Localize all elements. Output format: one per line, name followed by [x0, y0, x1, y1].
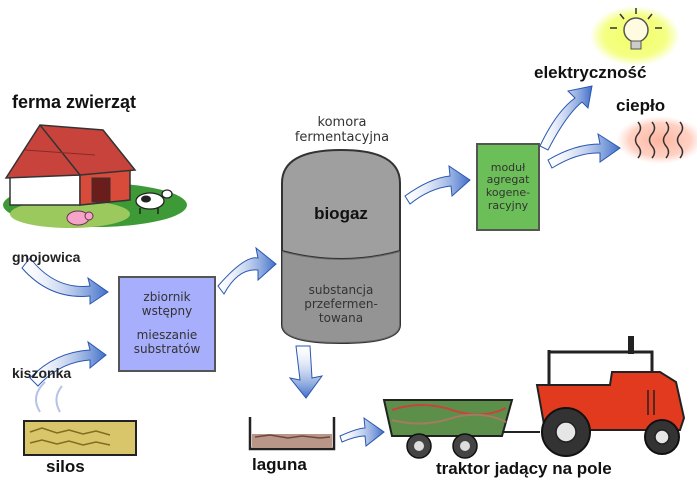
tractor-label: traktor jadący na pole: [436, 459, 612, 478]
silo-label: silos: [46, 457, 85, 476]
silo-icon: [23, 420, 137, 456]
silage-label: kiszonka: [12, 365, 72, 381]
pig-icon: [66, 210, 94, 226]
fermentation-tank-icon: [281, 148, 401, 345]
trailer-icon: [382, 399, 540, 459]
biogas-label: biogaz: [314, 204, 368, 223]
barn-icon: [3, 124, 187, 228]
heat-label: ciepło: [616, 96, 666, 115]
cogeneration-label: moduł agregat kogene- racyjny: [485, 160, 531, 212]
electricity-label: elektryczność: [534, 63, 647, 82]
heat-waves-icon: [616, 116, 697, 164]
pre-tank-label: zbiornik wstępny: [141, 290, 193, 319]
flow-arrows: [21, 85, 621, 447]
light-bulb-icon: [590, 6, 680, 66]
farm-label: ferma zwierząt: [12, 92, 137, 112]
cow-icon: [135, 189, 173, 214]
tractor-icon: [535, 336, 686, 457]
lagoon-icon: [248, 417, 336, 451]
pre-tank-box: zbiornik wstępny mieszanie substratów: [118, 276, 216, 372]
cogeneration-box: moduł agregat kogene- racyjny: [476, 143, 540, 231]
lagoon-label: laguna: [252, 455, 307, 474]
chamber-title: komora fermentacyjna: [294, 115, 390, 145]
mixing-label: mieszanie substratów: [133, 328, 201, 356]
slurry-label: gnojowica: [12, 249, 81, 265]
digestate-label: substancja przefermen- towana: [304, 283, 378, 325]
